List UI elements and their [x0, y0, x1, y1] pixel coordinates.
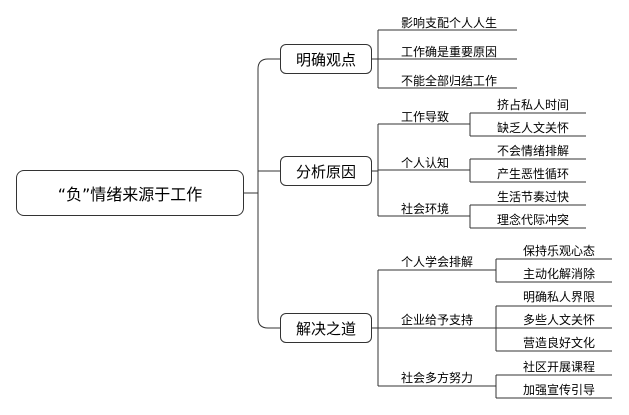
group-label: 工作导致 — [401, 110, 450, 124]
root-topic: “负”情绪来源于工作 — [16, 170, 244, 216]
leaf-item: 主动化解消除 — [523, 267, 596, 281]
leaf-item: 不会情绪排解 — [497, 144, 570, 158]
leaf-item: 影响支配个人人生 — [401, 16, 498, 30]
leaf-item: 缺乏人文关怀 — [497, 121, 570, 135]
group-label: 社会多方努力 — [401, 371, 474, 385]
leaf-item: 多些人文关怀 — [523, 313, 596, 327]
group-label: 个人学会排解 — [401, 255, 474, 269]
branch-solutions: 解决之道 — [280, 313, 372, 343]
leaf-item: 保持乐观心态 — [523, 244, 596, 258]
leaf-item: 工作确是重要原因 — [401, 45, 498, 59]
branch-clear-viewpoint: 明确观点 — [280, 44, 372, 74]
leaf-item: 加强宣传引导 — [523, 383, 596, 397]
leaf-item: 明确私人界限 — [523, 290, 596, 304]
group-label: 企业给予支持 — [401, 313, 474, 327]
branch-analyze-causes: 分析原因 — [280, 156, 372, 186]
leaf-item: 营造良好文化 — [523, 336, 596, 350]
group-label: 个人认知 — [401, 156, 450, 170]
leaf-item: 不能全部归结工作 — [401, 74, 498, 88]
group-label: 社会环境 — [401, 202, 450, 216]
leaf-item: 产生恶性循环 — [497, 167, 570, 181]
leaf-item: 理念代际冲突 — [497, 213, 570, 227]
leaf-item: 生活节奏过快 — [497, 190, 570, 204]
leaf-item: 社区开展课程 — [523, 360, 596, 374]
leaf-item: 挤占私人时间 — [497, 98, 570, 112]
